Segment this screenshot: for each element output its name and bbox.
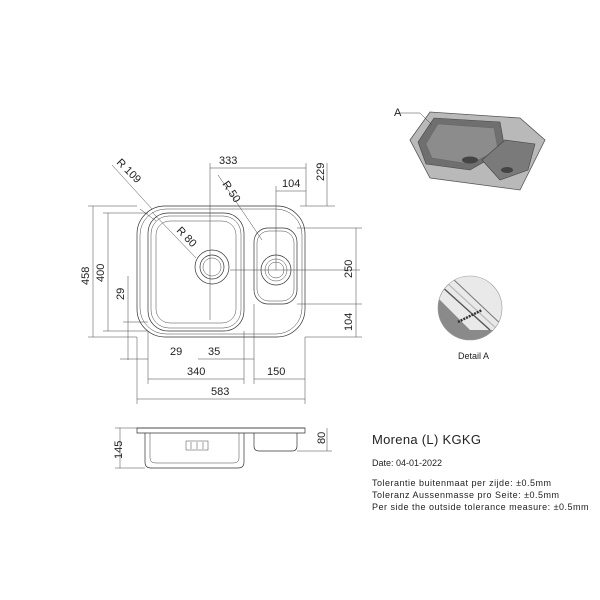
detail-a-view bbox=[437, 275, 503, 341]
tolerance-german: Toleranz Aussenmasse pro Seite: ±0.5mm bbox=[372, 490, 560, 500]
tolerance-dutch: Tolerantie buitenmaat per zijde: ±0.5mm bbox=[372, 478, 552, 488]
dim-r109: R 109 bbox=[114, 157, 143, 186]
dimension-lines bbox=[88, 163, 362, 404]
dim-104-top: 104 bbox=[282, 178, 300, 190]
dim-229: 229 bbox=[315, 163, 327, 181]
dim-104-right: 104 bbox=[343, 313, 355, 331]
dim-458: 458 bbox=[80, 267, 92, 285]
dim-r50: R 50 bbox=[220, 179, 243, 205]
dim-29-bottom: 29 bbox=[170, 346, 182, 358]
sink-side-view bbox=[115, 427, 332, 469]
dim-333: 333 bbox=[219, 155, 237, 167]
dim-250: 250 bbox=[343, 260, 355, 278]
detail-a-label: Detail A bbox=[458, 351, 490, 361]
drawing-date: Date: 04-01-2022 bbox=[372, 458, 443, 468]
dim-35: 35 bbox=[208, 346, 220, 358]
tolerance-english: Per side the outside tolerance measure: … bbox=[372, 502, 590, 512]
dim-80: 80 bbox=[316, 432, 328, 444]
dim-r80: R 80 bbox=[174, 225, 199, 250]
sink-3d-render: A bbox=[394, 107, 546, 191]
dim-150: 150 bbox=[267, 366, 285, 378]
dim-145: 145 bbox=[113, 441, 125, 459]
product-title: Morena (L) KGKG bbox=[372, 432, 482, 447]
dim-400: 400 bbox=[95, 264, 107, 282]
sink-top-view bbox=[136, 205, 306, 338]
dimension-texts: R 109 R 50 R 80 333 104 229 458 400 29 2… bbox=[80, 155, 355, 459]
dim-340: 340 bbox=[187, 366, 205, 378]
detail-callout: A bbox=[394, 107, 402, 119]
dim-583: 583 bbox=[211, 386, 229, 398]
dim-29-left: 29 bbox=[115, 288, 127, 300]
